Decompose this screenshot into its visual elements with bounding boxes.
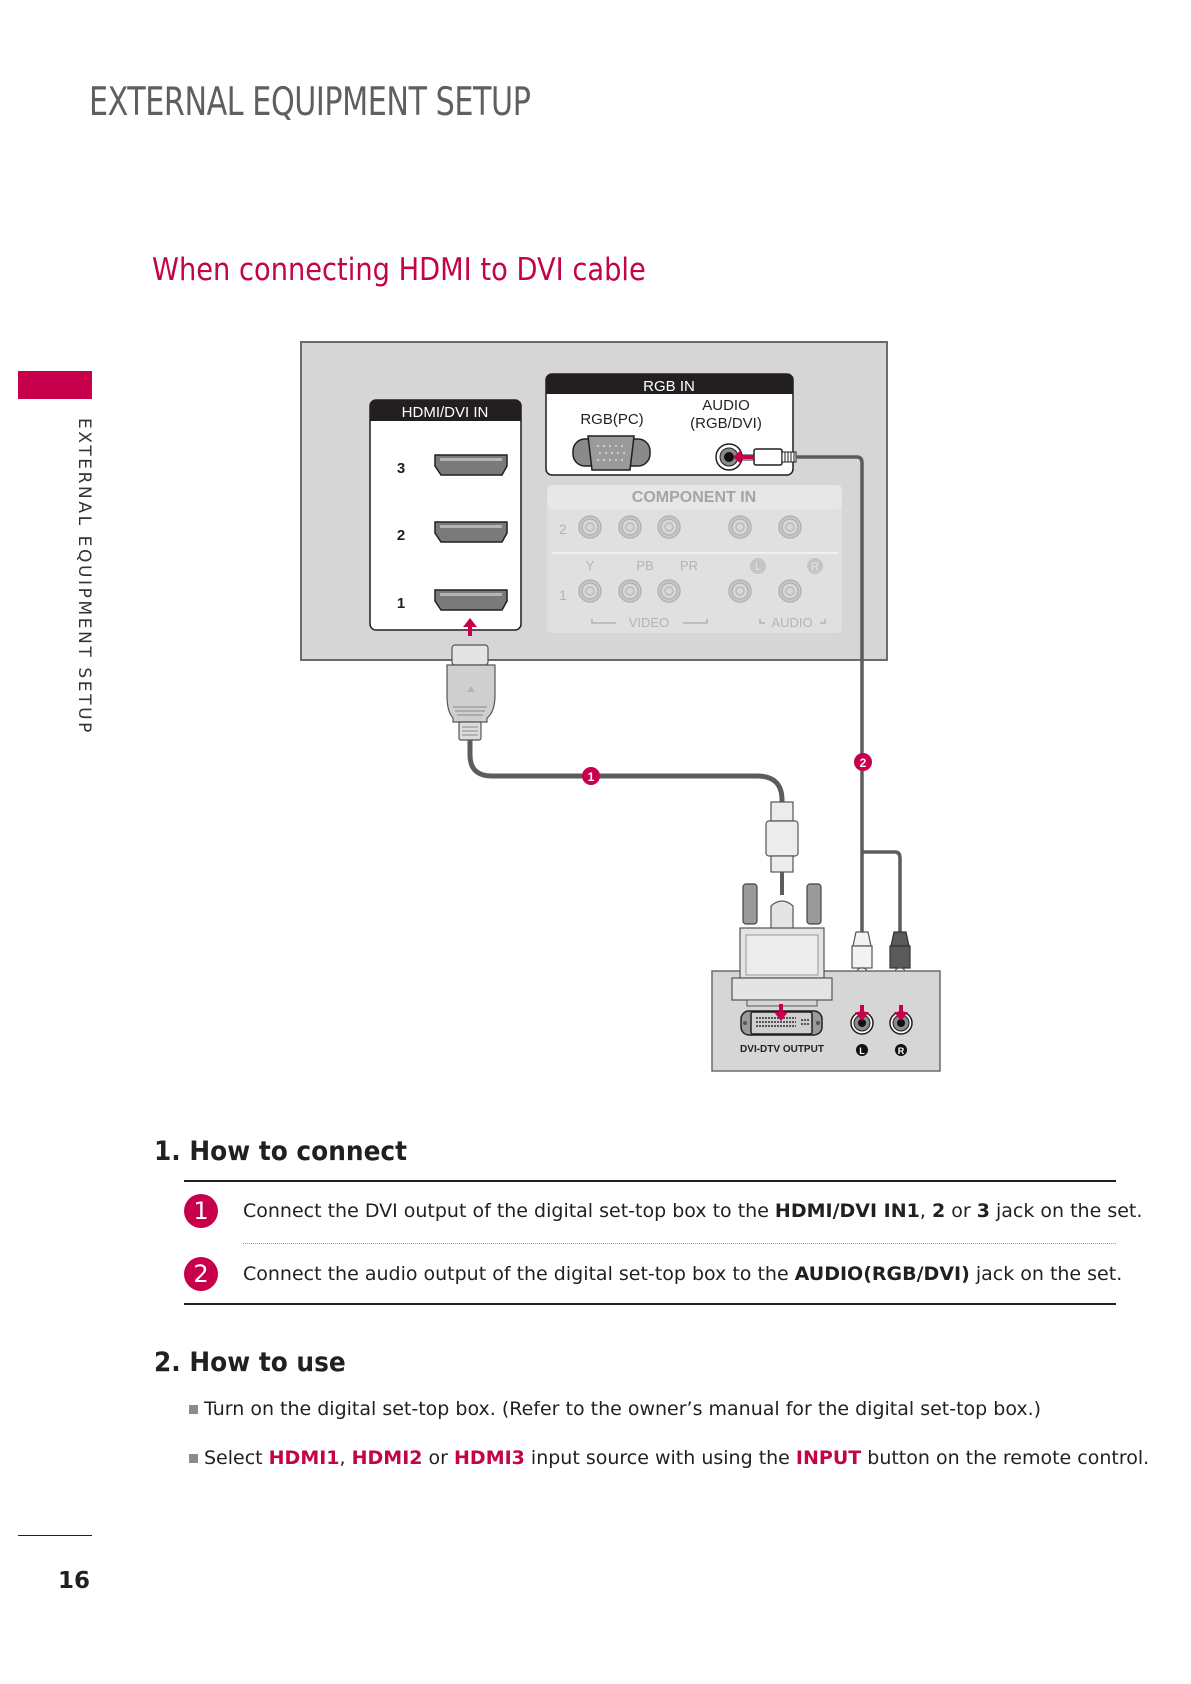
component-jack (578, 579, 602, 603)
use-text-plain: Select (204, 1447, 269, 1469)
component-jack (618, 515, 642, 539)
highlight-hdmi2: HDMI2 (351, 1447, 423, 1469)
hdmi-group-label: HDMI/DVI IN (402, 404, 489, 421)
settop-box-panel: DVI-DTV OUTPUT L R (711, 883, 941, 1072)
audio-out-right-jack (889, 1005, 913, 1035)
step-text: Connect the audio output of the digital … (243, 1263, 1122, 1285)
dotted-divider (243, 1243, 1116, 1244)
component-jack (728, 579, 752, 603)
jack-label-r: R (811, 561, 819, 573)
component-jack (778, 515, 802, 539)
component-jack (618, 579, 642, 603)
component-in-group: COMPONENT IN 2 1 Y PB PR L R VIDEO AUDIO (547, 485, 842, 633)
use-item-text: Turn on the digital set-top box. (Refer … (204, 1398, 1042, 1420)
hdmi-port-2-label: 2 (397, 527, 405, 544)
step-number-badge: 2 (184, 1257, 218, 1291)
video-bracket-label: VIDEO (629, 615, 669, 630)
component-jack (728, 515, 752, 539)
page-number: 16 (58, 1568, 91, 1594)
audio-right-label: R (898, 1046, 905, 1056)
step-text-plain: , (919, 1200, 932, 1222)
svg-text:1: 1 (588, 770, 595, 784)
bullet-square-icon (189, 1453, 198, 1463)
dvi-plug (731, 883, 833, 1007)
use-item-1: Turn on the digital set-top box. (Refer … (189, 1398, 1041, 1420)
cable-marker-1: 1 (582, 767, 600, 785)
use-text-plain: button on the remote control. (861, 1447, 1150, 1469)
how-to-use-heading: 2. How to use (154, 1347, 346, 1378)
dvi-output-port (740, 1010, 823, 1036)
audio-out-left-jack (850, 1005, 874, 1035)
insert-arrow-dvi (774, 1004, 788, 1021)
component-group-label: COMPONENT IN (632, 489, 756, 506)
step-text-plain: jack on the set. (989, 1200, 1143, 1222)
component-jacks (578, 515, 802, 603)
rgb-in-group: RGB IN RGB(PC) AUDIO (RGB/DVI) (545, 373, 797, 476)
side-tab-marker (18, 371, 92, 399)
step-number-badge: 1 (184, 1194, 218, 1228)
component-jack (657, 579, 681, 603)
component-row-1-label: 1 (559, 587, 567, 603)
hdmi-port-3-label: 3 (397, 460, 405, 477)
use-item-2: Select HDMI1, HDMI2 or HDMI3 input sourc… (189, 1447, 1149, 1469)
hdmi-port-1-label: 1 (397, 595, 405, 612)
how-to-connect-heading: 1. How to connect (154, 1136, 408, 1167)
step-text-plain: Connect the audio output of the digital … (243, 1263, 795, 1285)
jack-label-l: L (755, 561, 761, 573)
component-jack (778, 579, 802, 603)
insert-arrow-audio (733, 450, 754, 464)
connect-step-1: 1 Connect the DVI output of the digital … (184, 1191, 1142, 1231)
jack-label-pb: PB (636, 558, 653, 573)
hdmi-dvi-in-group: HDMI/DVI IN 3 2 1 (369, 399, 522, 636)
step-text-plain: or (945, 1200, 977, 1222)
jack-label-pr: PR (680, 558, 698, 573)
hdmi-port-1 (434, 589, 508, 611)
section-title: When connecting HDMI to DVI cable (152, 252, 646, 288)
step-text-bold: HDMI/DVI IN1 (774, 1200, 920, 1222)
connect-step-2: 2 Connect the audio output of the digita… (184, 1254, 1122, 1294)
cable-marker-2: 2 (854, 753, 872, 771)
connection-diagram: HDMI/DVI IN 3 2 1 RGB IN RGB(PC) AUDIO (… (300, 341, 941, 1072)
use-text-plain: , (339, 1447, 352, 1469)
highlight-hdmi1: HDMI1 (268, 1447, 340, 1469)
rgb-pc-label: RGB(PC) (580, 411, 643, 428)
hdmi-to-dvi-cable (446, 644, 799, 895)
highlight-hdmi3: HDMI3 (454, 1447, 525, 1469)
step-text: Connect the DVI output of the digital se… (243, 1200, 1142, 1222)
step-text-bold: AUDIO(RGB/DVI) (794, 1263, 970, 1285)
svg-text:2: 2 (860, 756, 867, 770)
audio-bracket-label: AUDIO (771, 615, 812, 630)
hdmi-port-3 (434, 454, 508, 476)
table-top-rule (184, 1180, 1116, 1182)
step-text-plain: Connect the DVI output of the digital se… (243, 1200, 775, 1222)
table-bottom-rule (184, 1303, 1116, 1305)
page-title: EXTERNAL EQUIPMENT SETUP (89, 80, 531, 125)
hdmi-port-2 (434, 521, 508, 543)
rca-plug-white (851, 931, 873, 987)
vga-port-icon (572, 435, 651, 471)
bullet-square-icon (189, 1404, 198, 1414)
rgb-group-label: RGB IN (643, 378, 695, 395)
component-row-2-label: 2 (559, 521, 567, 537)
audio-rgb-dvi-label-line1: AUDIO (702, 397, 750, 414)
dvi-output-label: DVI-DTV OUTPUT (740, 1044, 824, 1055)
use-text-plain: or (422, 1447, 455, 1469)
insert-arrow-hdmi (463, 618, 477, 636)
side-section-label: EXTERNAL EQUIPMENT SETUP (74, 418, 94, 736)
jack-label-y: Y (586, 558, 595, 573)
highlight-input: INPUT (795, 1447, 862, 1469)
audio-rgb-dvi-label-line2: (RGB/DVI) (690, 415, 762, 432)
footer-rule (18, 1535, 92, 1536)
component-jack (578, 515, 602, 539)
use-text-plain: input source with using the (524, 1447, 796, 1469)
step-text-bold: 2 (931, 1200, 946, 1222)
step-text-plain: jack on the set. (969, 1263, 1123, 1285)
component-jack (657, 515, 681, 539)
audio-left-label: L (859, 1046, 865, 1056)
step-text-bold: 3 (976, 1200, 990, 1222)
use-item-text: Select HDMI1, HDMI2 or HDMI3 input sourc… (204, 1447, 1149, 1469)
